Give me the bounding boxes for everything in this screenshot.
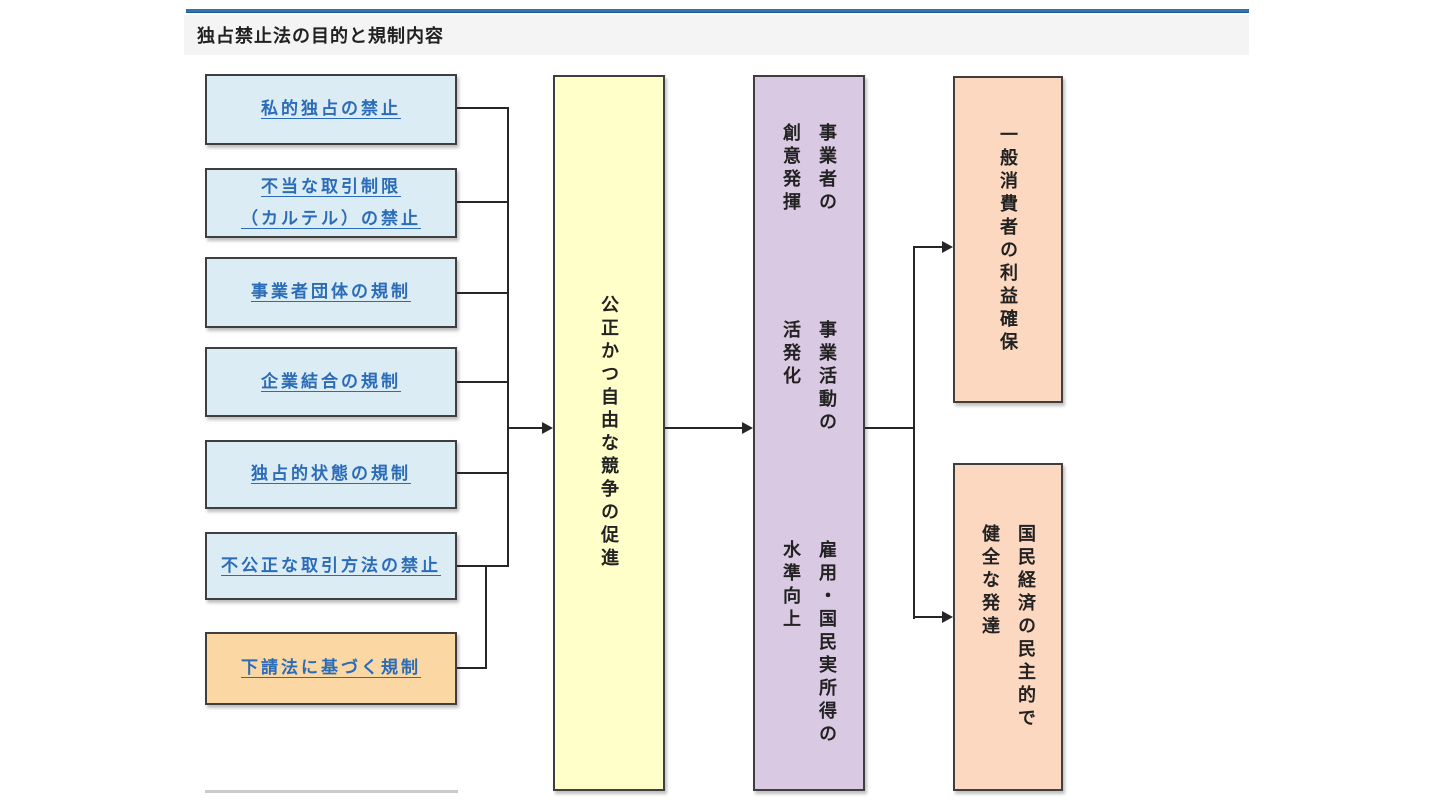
arrow-line: [913, 616, 943, 618]
cropped-box-top-edge: [205, 790, 458, 793]
connector-line: [457, 565, 509, 567]
branch-line: [913, 246, 915, 619]
effects-box: 事業者の 創意発揮 事業活動の 活発化 雇用・国民実所得の 水準向上: [753, 75, 865, 791]
outcome-box-national-economy: 国民経済の民主的で 健全な発達: [953, 463, 1063, 791]
outcome-box-consumer-interests: 一般消費者の利益確保: [953, 76, 1063, 403]
trunk-line: [507, 107, 509, 567]
connector-line: [457, 472, 508, 474]
arrow-line: [913, 246, 943, 248]
page-header: 独占禁止法の目的と規制内容: [184, 15, 1249, 55]
page-title: 独占禁止法の目的と規制内容: [197, 26, 444, 46]
regulation-box-subcontract-act[interactable]: 下請法に基づく規制: [205, 632, 457, 705]
regulation-link-label: 不当な取引制限 （カルテル）の禁止: [241, 176, 421, 228]
header-accent-line: [186, 9, 1249, 13]
regulation-box-cartel[interactable]: 不当な取引制限 （カルテル）の禁止: [205, 168, 457, 238]
regulation-box-private-monopoly[interactable]: 私的独占の禁止: [205, 74, 457, 145]
regulation-link-label: 独占的状態の規制: [251, 464, 411, 484]
arrow-head-icon: [942, 241, 953, 253]
effect-label-employment-income: 雇用・国民実所得の 水準向上: [781, 540, 837, 747]
regulation-link-label: 企業結合の規制: [261, 371, 401, 391]
goal-box-fair-competition: 公正かつ自由な競争の促進: [553, 75, 665, 791]
connector-line: [457, 107, 508, 109]
regulation-link-label: 下請法に基づく規制: [241, 658, 421, 678]
connector-line: [865, 427, 915, 429]
regulation-link-label: 事業者団体の規制: [251, 282, 411, 302]
regulation-link-label: 不公正な取引方法の禁止: [221, 555, 441, 575]
regulation-box-trade-associations[interactable]: 事業者団体の規制: [205, 257, 457, 328]
arrow-line: [665, 427, 743, 429]
goal-label: 公正かつ自由な競争の促進: [599, 295, 619, 571]
outcome-label-economy: 国民経済の民主的で 健全な発達: [980, 523, 1036, 731]
arrow-head-icon: [942, 611, 953, 623]
connector-line: [457, 292, 508, 294]
outcome-label-consumer: 一般消費者の利益確保: [998, 124, 1018, 355]
effect-label-business-activity: 事業活動の 活発化: [781, 320, 837, 435]
connector-line: [457, 667, 487, 669]
arrow-head-icon: [742, 422, 753, 434]
arrow-line: [507, 427, 543, 429]
regulation-box-monopolistic-situation[interactable]: 独占的状態の規制: [205, 440, 457, 509]
connector-line: [457, 381, 508, 383]
regulation-box-unfair-trade-practices[interactable]: 不公正な取引方法の禁止: [205, 532, 457, 600]
effect-label-creativity: 事業者の 創意発揮: [781, 123, 837, 215]
connector-line: [457, 201, 508, 203]
regulation-box-business-combination[interactable]: 企業結合の規制: [205, 347, 457, 417]
regulation-link-label: 私的独占の禁止: [261, 99, 401, 119]
arrow-head-icon: [542, 422, 553, 434]
connector-line: [485, 565, 487, 669]
